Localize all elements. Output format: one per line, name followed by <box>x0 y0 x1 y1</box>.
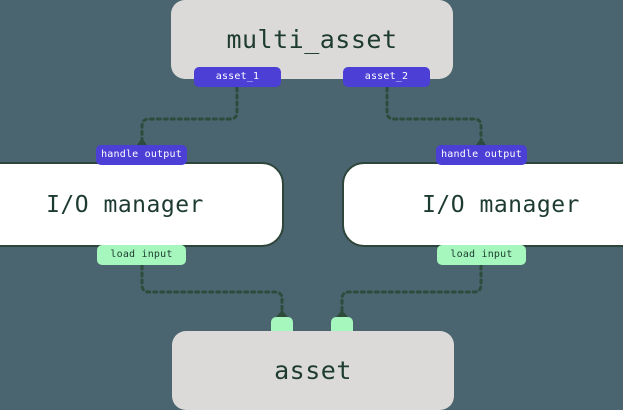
handle-load-input-right[interactable]: load input <box>437 245 526 265</box>
handle-handle-output-left[interactable]: handle output <box>96 145 187 165</box>
node-multi-asset[interactable]: multi_asset <box>171 0 453 79</box>
edge-right-iom-to-asset <box>340 264 483 312</box>
node-io-manager-left-label: I/O manager <box>46 191 204 218</box>
handle-load-input-right-label: load input <box>450 249 513 260</box>
node-io-manager-right-label: I/O manager <box>422 191 580 218</box>
node-asset-label: asset <box>274 356 352 385</box>
handle-handle-output-right[interactable]: handle output <box>436 145 527 165</box>
handle-load-input-left[interactable]: load input <box>97 245 186 265</box>
edge-left-iom-to-asset <box>140 264 284 312</box>
handle-load-input-left-label: load input <box>110 249 173 260</box>
node-io-manager-right[interactable]: I/O manager <box>342 162 623 247</box>
handle-asset-1[interactable]: asset_1 <box>194 67 281 87</box>
handle-asset-1-label: asset_1 <box>215 71 260 82</box>
node-asset[interactable]: asset <box>172 331 454 410</box>
edge-asset2-to-right-iom <box>385 86 483 143</box>
node-multi-asset-label: multi_asset <box>226 25 398 54</box>
handle-handle-output-right-label: handle output <box>441 149 522 160</box>
handle-asset-2[interactable]: asset_2 <box>343 67 430 87</box>
handle-asset-2-label: asset_2 <box>364 71 409 82</box>
edge-asset1-to-left-iom <box>140 86 239 143</box>
handle-handle-output-left-label: handle output <box>101 149 182 160</box>
node-io-manager-left[interactable]: I/O manager <box>0 162 284 247</box>
